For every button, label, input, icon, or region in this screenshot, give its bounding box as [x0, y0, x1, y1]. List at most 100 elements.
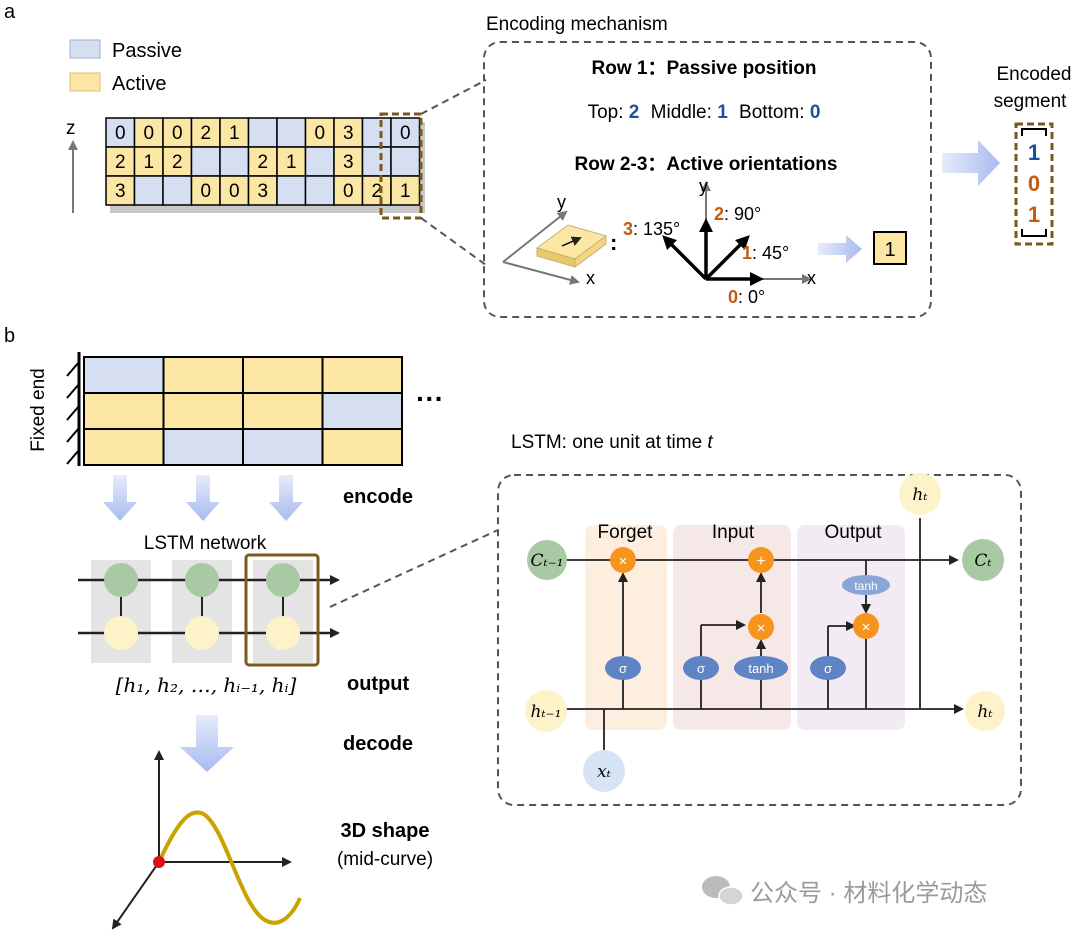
- result-box: [873, 231, 907, 265]
- svg-text:hₜ: hₜ: [977, 702, 993, 722]
- 3d-shape-plot: [111, 750, 302, 930]
- encoded-v3: 1: [1028, 202, 1040, 227]
- grid-cell: [276, 146, 307, 177]
- grid-cell: [162, 175, 193, 206]
- beam-cell: [321, 392, 403, 430]
- svg-text:σ: σ: [619, 661, 627, 676]
- grid-cell-value: 3: [343, 152, 354, 173]
- angle-0: 0: 0°: [728, 287, 765, 307]
- lstm-zoom-line: [329, 529, 499, 608]
- beam-ellipsis: ···: [416, 383, 444, 414]
- grid-cell-value: 1: [286, 152, 297, 173]
- legend-passive-label: Passive: [112, 40, 182, 62]
- grid-cell-value: 0: [172, 123, 183, 144]
- svg-text:Cₜ: Cₜ: [974, 551, 992, 571]
- grid-cell: [361, 175, 392, 206]
- block-colon: :: [610, 230, 617, 255]
- forget-sigma-op: σ: [605, 656, 641, 680]
- encoding-title: Encoding mechanism: [486, 14, 668, 35]
- grid-cell: [247, 146, 278, 177]
- beam-cell: [242, 428, 324, 466]
- wechat-icon: [702, 876, 744, 906]
- svg-text:σ: σ: [824, 661, 832, 676]
- forget-gate-label: Forget: [598, 522, 654, 543]
- grid-cell-value: 0: [343, 181, 354, 202]
- z-axis-label: z: [66, 118, 76, 139]
- segment-highlight: [379, 112, 423, 220]
- orientation-arrows: [662, 181, 812, 286]
- svg-text:σ: σ: [697, 661, 705, 676]
- encoded-v2: 0: [1028, 171, 1040, 196]
- output-sigma-op: σ: [810, 656, 846, 680]
- grid-cell-value: 1: [229, 123, 240, 144]
- panel-b-label: b: [4, 325, 15, 347]
- svg-text:hₜ₋₁: hₜ₋₁: [531, 702, 562, 722]
- grid-cell: [247, 117, 278, 148]
- beam-cell: [83, 428, 165, 466]
- c-t-node: Cₜ: [962, 539, 1004, 581]
- lstm-network-label: LSTM network: [144, 533, 267, 554]
- beam-cell: [162, 356, 244, 394]
- cell-add-op: +: [748, 547, 774, 573]
- input-gate-label: Input: [712, 522, 755, 543]
- forget-gate-bg: [585, 525, 667, 730]
- segment-cell-value: 0: [400, 123, 411, 144]
- svg-text:tanh: tanh: [748, 661, 773, 676]
- small-axis-x: x: [586, 268, 595, 288]
- encoded-title-1: Encoded: [996, 64, 1071, 85]
- fixed-end-label: Fixed end: [28, 368, 49, 451]
- svg-text:×: ×: [619, 553, 628, 570]
- output-multiply-op: ×: [853, 613, 879, 639]
- grid-cell-value: 3: [343, 123, 354, 144]
- row1-heading: Row 1：Passive position: [592, 58, 817, 79]
- beam-grid: [83, 356, 403, 466]
- grid-cell: [190, 146, 221, 177]
- svg-text:tanh: tanh: [854, 579, 877, 593]
- grid-cell-value: 0: [200, 181, 211, 202]
- grid-cell-value: 0: [143, 123, 154, 144]
- encoded-v1: 1: [1028, 140, 1040, 165]
- encoded-box: [1014, 122, 1054, 246]
- shape-label-1: 3D shape: [341, 820, 430, 842]
- grid-cell: [333, 175, 364, 206]
- svg-text:×: ×: [757, 620, 766, 637]
- grid-cell: [304, 146, 335, 177]
- beam-cell: [162, 392, 244, 430]
- grid-cell: [219, 146, 250, 177]
- h-prev-node: hₜ₋₁: [525, 690, 567, 732]
- encoded-title-2: segment: [994, 91, 1068, 112]
- beam-cell: [83, 356, 165, 394]
- lstm-network-diagram: [78, 553, 340, 667]
- legend-active-label: Active: [112, 73, 166, 95]
- legend-passive-swatch: [69, 39, 101, 59]
- angle-135: 3: 135°: [623, 219, 680, 239]
- grid-cell-value: 2: [115, 152, 126, 173]
- encoded-arrow: [942, 140, 1000, 186]
- hidden-sequence: [h₁, h₂, …, hᵢ₋₁, hᵢ]: [116, 673, 297, 697]
- x-t-node: xₜ: [583, 750, 625, 792]
- result-arrow: [818, 235, 862, 263]
- encode-label: encode: [343, 486, 413, 508]
- grid-cell: [276, 175, 307, 206]
- svg-text:+: +: [756, 553, 765, 570]
- grid-cell-value: 0: [229, 181, 240, 202]
- angle-90: 2: 90°: [714, 204, 761, 224]
- grid-cell-value: 0: [314, 123, 325, 144]
- grid-cell: [105, 117, 136, 148]
- fixed-end-hatching: [66, 361, 80, 465]
- zoom-line-bottom: [420, 217, 487, 266]
- input-multiply-op: ×: [748, 614, 774, 640]
- segment-cell-value: 1: [400, 181, 411, 202]
- lstm-unit-box: [497, 474, 1022, 806]
- h-top-node: hₜ: [899, 473, 941, 515]
- big-axis-x: x: [807, 268, 816, 288]
- decode-arrow: [180, 715, 234, 772]
- svg-text:xₜ: xₜ: [597, 762, 612, 782]
- segment-cell: [390, 146, 421, 177]
- grid-cell: [361, 117, 392, 148]
- output-label: output: [347, 673, 410, 695]
- grid-cell-value: 3: [115, 181, 126, 202]
- output-gate-bg: [797, 525, 905, 730]
- beam-cell: [83, 392, 165, 430]
